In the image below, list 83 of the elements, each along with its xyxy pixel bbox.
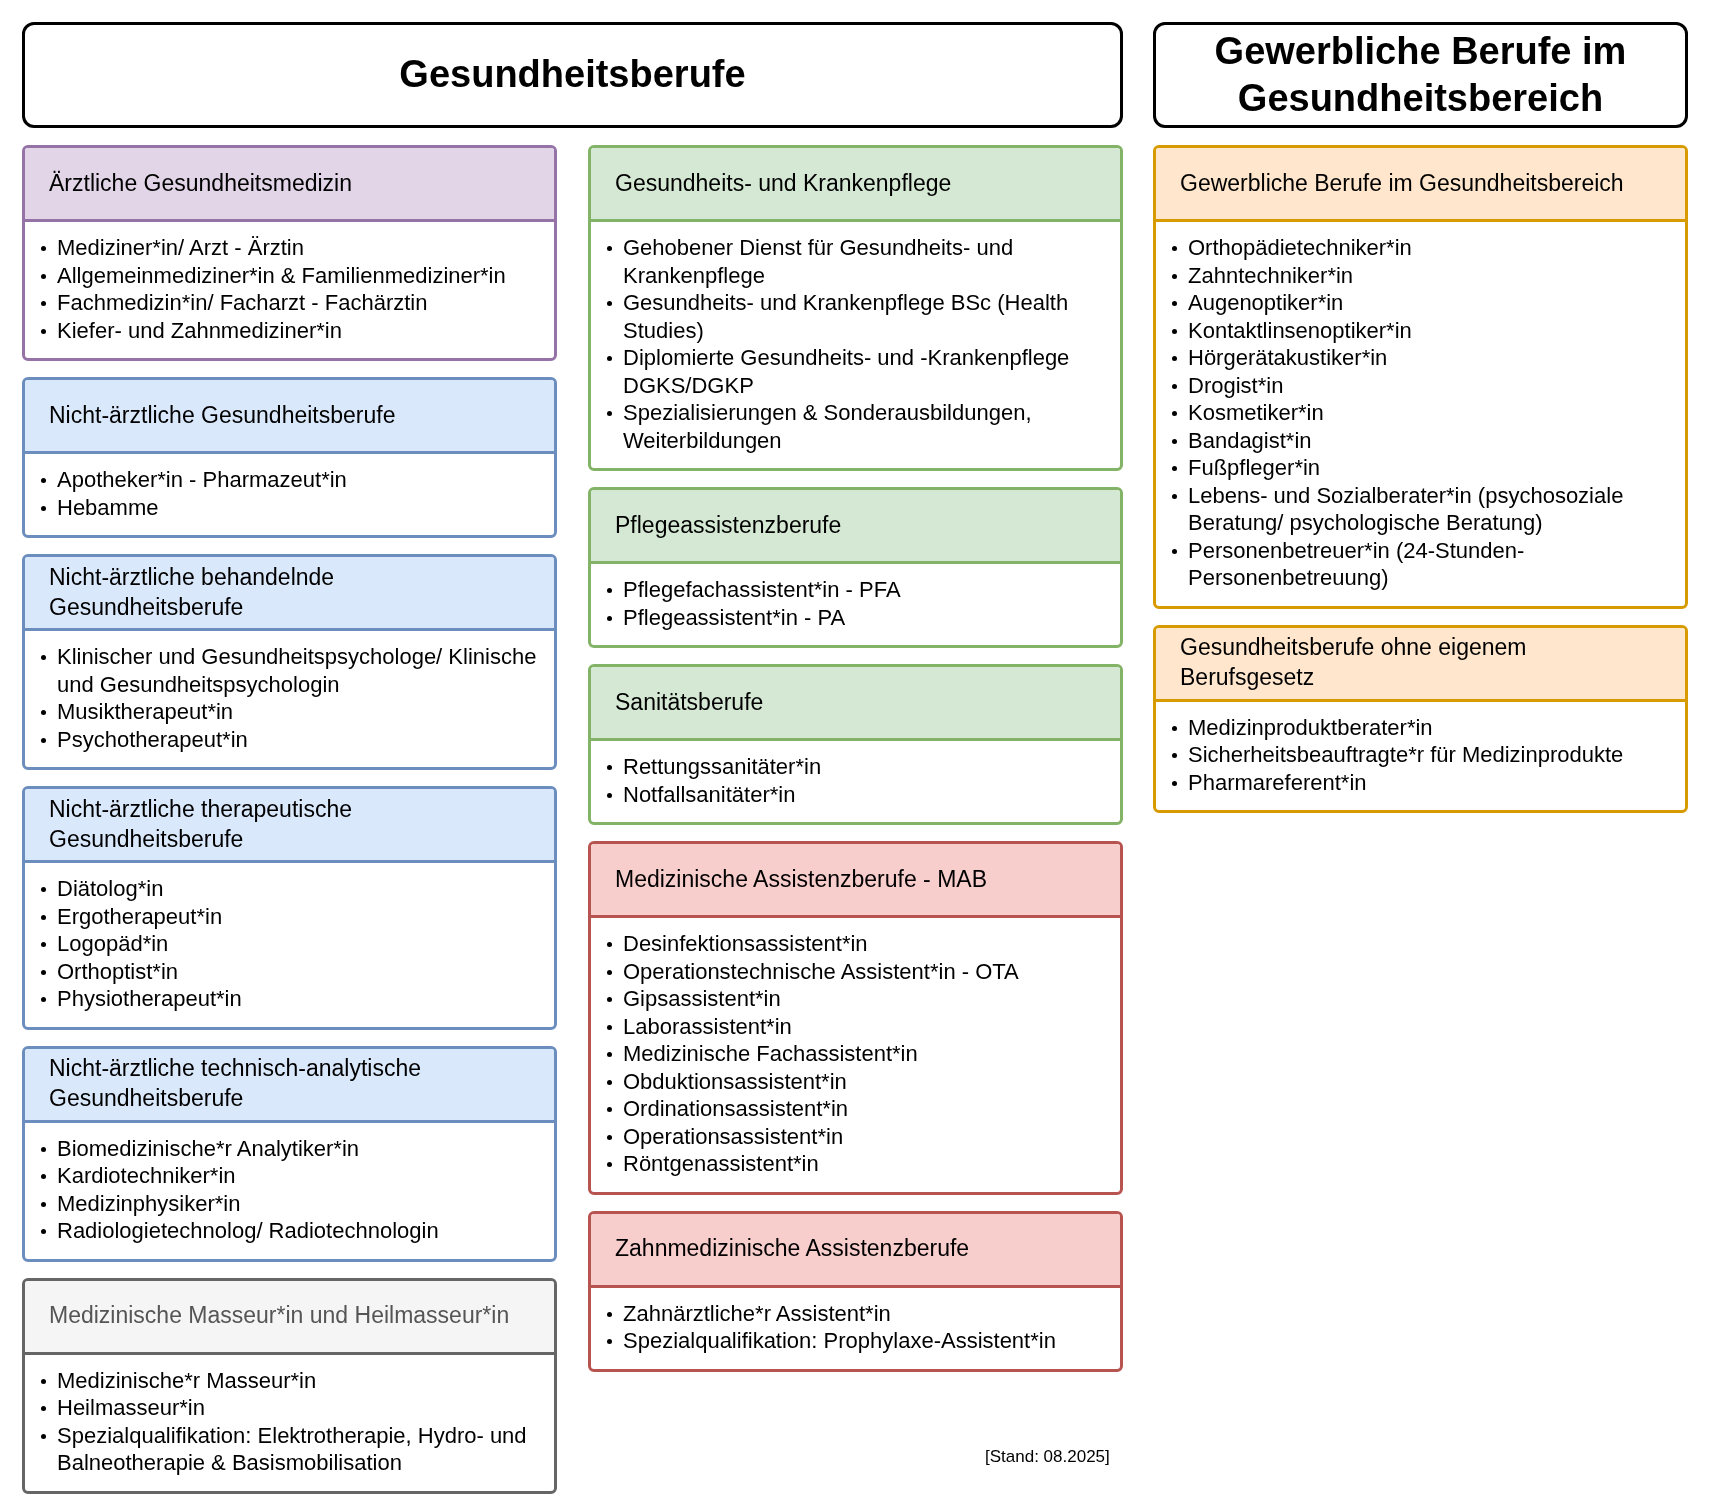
list-item: Spezialqualifikation: Prophylaxe-Assistent*in (623, 1328, 1056, 1353)
category-card (22, 554, 557, 770)
list-item: Apotheker*in - Pharmazeut*in (57, 467, 347, 492)
list-item: Mediziner*in/ Arzt - Ärztin (57, 235, 304, 260)
category-card (588, 1210, 1123, 1372)
list-item: Radiologietechnolog/ Radiotechnologin (57, 1218, 439, 1243)
list-item: Klinischer und Gesundheitspsychologe/ Klinische und Gesundheitspsychologin (57, 644, 537, 697)
card-heading: Ärztliche Gesundheitsmedizin (49, 168, 352, 198)
card-heading: Medizinische Masseur*in und Heilmasseur*in (49, 1301, 510, 1331)
card-heading: Nicht-ärztliche technisch-analytische Gesundheitsberufe (49, 1054, 422, 1113)
category-card (22, 145, 557, 361)
card-heading: Gesundheits- und Krankenpflege (615, 168, 952, 198)
list-item: Kardiotechniker*in (57, 1163, 236, 1188)
list-item: Sicherheitsbeauftragte*r für Medizinprodukte (1188, 742, 1624, 767)
category-card (588, 664, 1123, 825)
card-heading: Gewerbliche Berufe im Gesundheitsbereich (1180, 168, 1624, 198)
category-card (22, 1045, 557, 1262)
list-item: Zahnärztliche*r Assistent*in (623, 1300, 891, 1326)
list-item: Gesundheits- und Krankenpflege BSc (Health Studies) (623, 290, 1069, 343)
card-heading: Pflegeassistenzberufe (615, 510, 842, 540)
list-item: Rettungssanitäter*in (623, 754, 822, 779)
list-item: Medizinproduktberater*in (1188, 714, 1433, 740)
list-item: Augenoptiker*in (1188, 290, 1344, 315)
list-item: Kosmetiker*in (1188, 400, 1324, 425)
list-item: Logopäd*in (57, 931, 169, 956)
card-heading: Nicht-ärztliche behandelnde Gesundheitsberufe (49, 562, 336, 622)
list-item: Desinfektionsassistent*in (623, 931, 868, 956)
list-item: Heilmasseur*in (57, 1395, 205, 1420)
title-box: Gesundheitsberufe (22, 22, 1123, 128)
card-heading: Sanitätsberufe (615, 687, 764, 717)
list-item: Operationstechnische Assistent*in - OTA (623, 958, 1019, 984)
list-item: Kontaktlinsenoptiker*in (1188, 317, 1412, 343)
list-item: Ordinationsassistent*in (623, 1096, 848, 1121)
list-item: Kiefer- und Zahnmediziner*in (57, 317, 342, 343)
list-item: Fachmedizin*in/ Facharzt - Fachärztin (57, 290, 428, 315)
list-item: Physiotherapeut*in (57, 986, 242, 1011)
list-item: Musiktherapeut*in (57, 699, 234, 724)
list-item: Orthoptist*in (57, 958, 179, 984)
card-heading: Gesundheitsberufe ohne eigenem Berufsgesetz (1180, 633, 1528, 692)
category-card (588, 841, 1123, 1195)
list-item: Spezialqualifikation: Elektrotherapie, Hydro- und Balneotherapie & Basismobilisation (57, 1422, 527, 1475)
list-item: Personenbetreuer*in (24-Stunden-Personenbetreuung) (1188, 537, 1525, 590)
list-item: Gipsassistent*in (623, 986, 781, 1011)
list-item: Laborassistent*in (623, 1013, 792, 1039)
list-item: Hebamme (57, 494, 159, 520)
list-item: Allgemeinmediziner*in & Familienmediziner*in (57, 262, 506, 288)
category-card (22, 1277, 557, 1494)
category-card (22, 377, 557, 538)
list-item: Ergotherapeut*in (57, 903, 223, 929)
card-heading: Medizinische Assistenzberufe - MAB (615, 864, 987, 894)
list-item: Spezialisierungen & Sonderausbildungen, Weiterbildungen (623, 400, 1032, 453)
list-item: Psychotherapeut*in (57, 726, 248, 752)
list-item: Notfallsanitäter*in (623, 781, 796, 807)
list-item: Diätolog*in (57, 876, 164, 901)
list-item: Pflegefachassistent*in - PFA (623, 577, 901, 602)
list-item: Drogist*in (1188, 372, 1284, 398)
card-heading: Nicht-ärztliche Gesundheitsberufe (49, 400, 396, 430)
list-item: Fußpfleger*in (1188, 455, 1321, 480)
title-box: Gewerbliche Berufe im Gesundheitsbereich (1153, 22, 1688, 128)
list-item: Operationsassistent*in (623, 1123, 844, 1149)
list-item: Orthopädietechniker*in (1188, 235, 1412, 260)
list-item: Pflegeassistent*in - PA (623, 604, 846, 630)
list-item: Hörgerätakustiker*in (1188, 345, 1388, 370)
list-item: Pharmareferent*in (1188, 769, 1367, 795)
list-item: Gehobener Dienst für Gesundheits- und Krankenpflege (623, 235, 1014, 288)
list-item: Biomedizinische*r Analytiker*in (57, 1135, 360, 1161)
list-item: Medizinphysiker*in (57, 1190, 241, 1216)
category-card (588, 145, 1123, 471)
list-item: Obduktionsassistent*in (623, 1068, 847, 1094)
category-card (588, 487, 1123, 648)
list-item: Medizinische*r Masseur*in (57, 1367, 317, 1393)
category-card (1153, 624, 1688, 813)
list-item: Medizinische Fachassistent*in (623, 1041, 918, 1066)
list-item: Lebens- und Sozialberater*in (psychosoziale Beratung/ psychologische Beratung) (1188, 482, 1624, 535)
list-item: Bandagist*in (1188, 427, 1312, 453)
list-item: Röntgenassistent*in (623, 1151, 819, 1176)
date-note: [Stand: 08.2025] (985, 1447, 1110, 1467)
category-card (22, 786, 557, 1030)
card-heading: Nicht-ärztliche therapeutische Gesundheitsberufe (49, 794, 353, 854)
category-card (1153, 145, 1688, 609)
list-item: Diplomierte Gesundheits- und -Krankenpflege DGKS/DGKP (623, 345, 1070, 398)
list-item: Zahntechniker*in (1188, 262, 1354, 288)
card-heading: Zahnmedizinische Assistenzberufe (615, 1234, 970, 1264)
